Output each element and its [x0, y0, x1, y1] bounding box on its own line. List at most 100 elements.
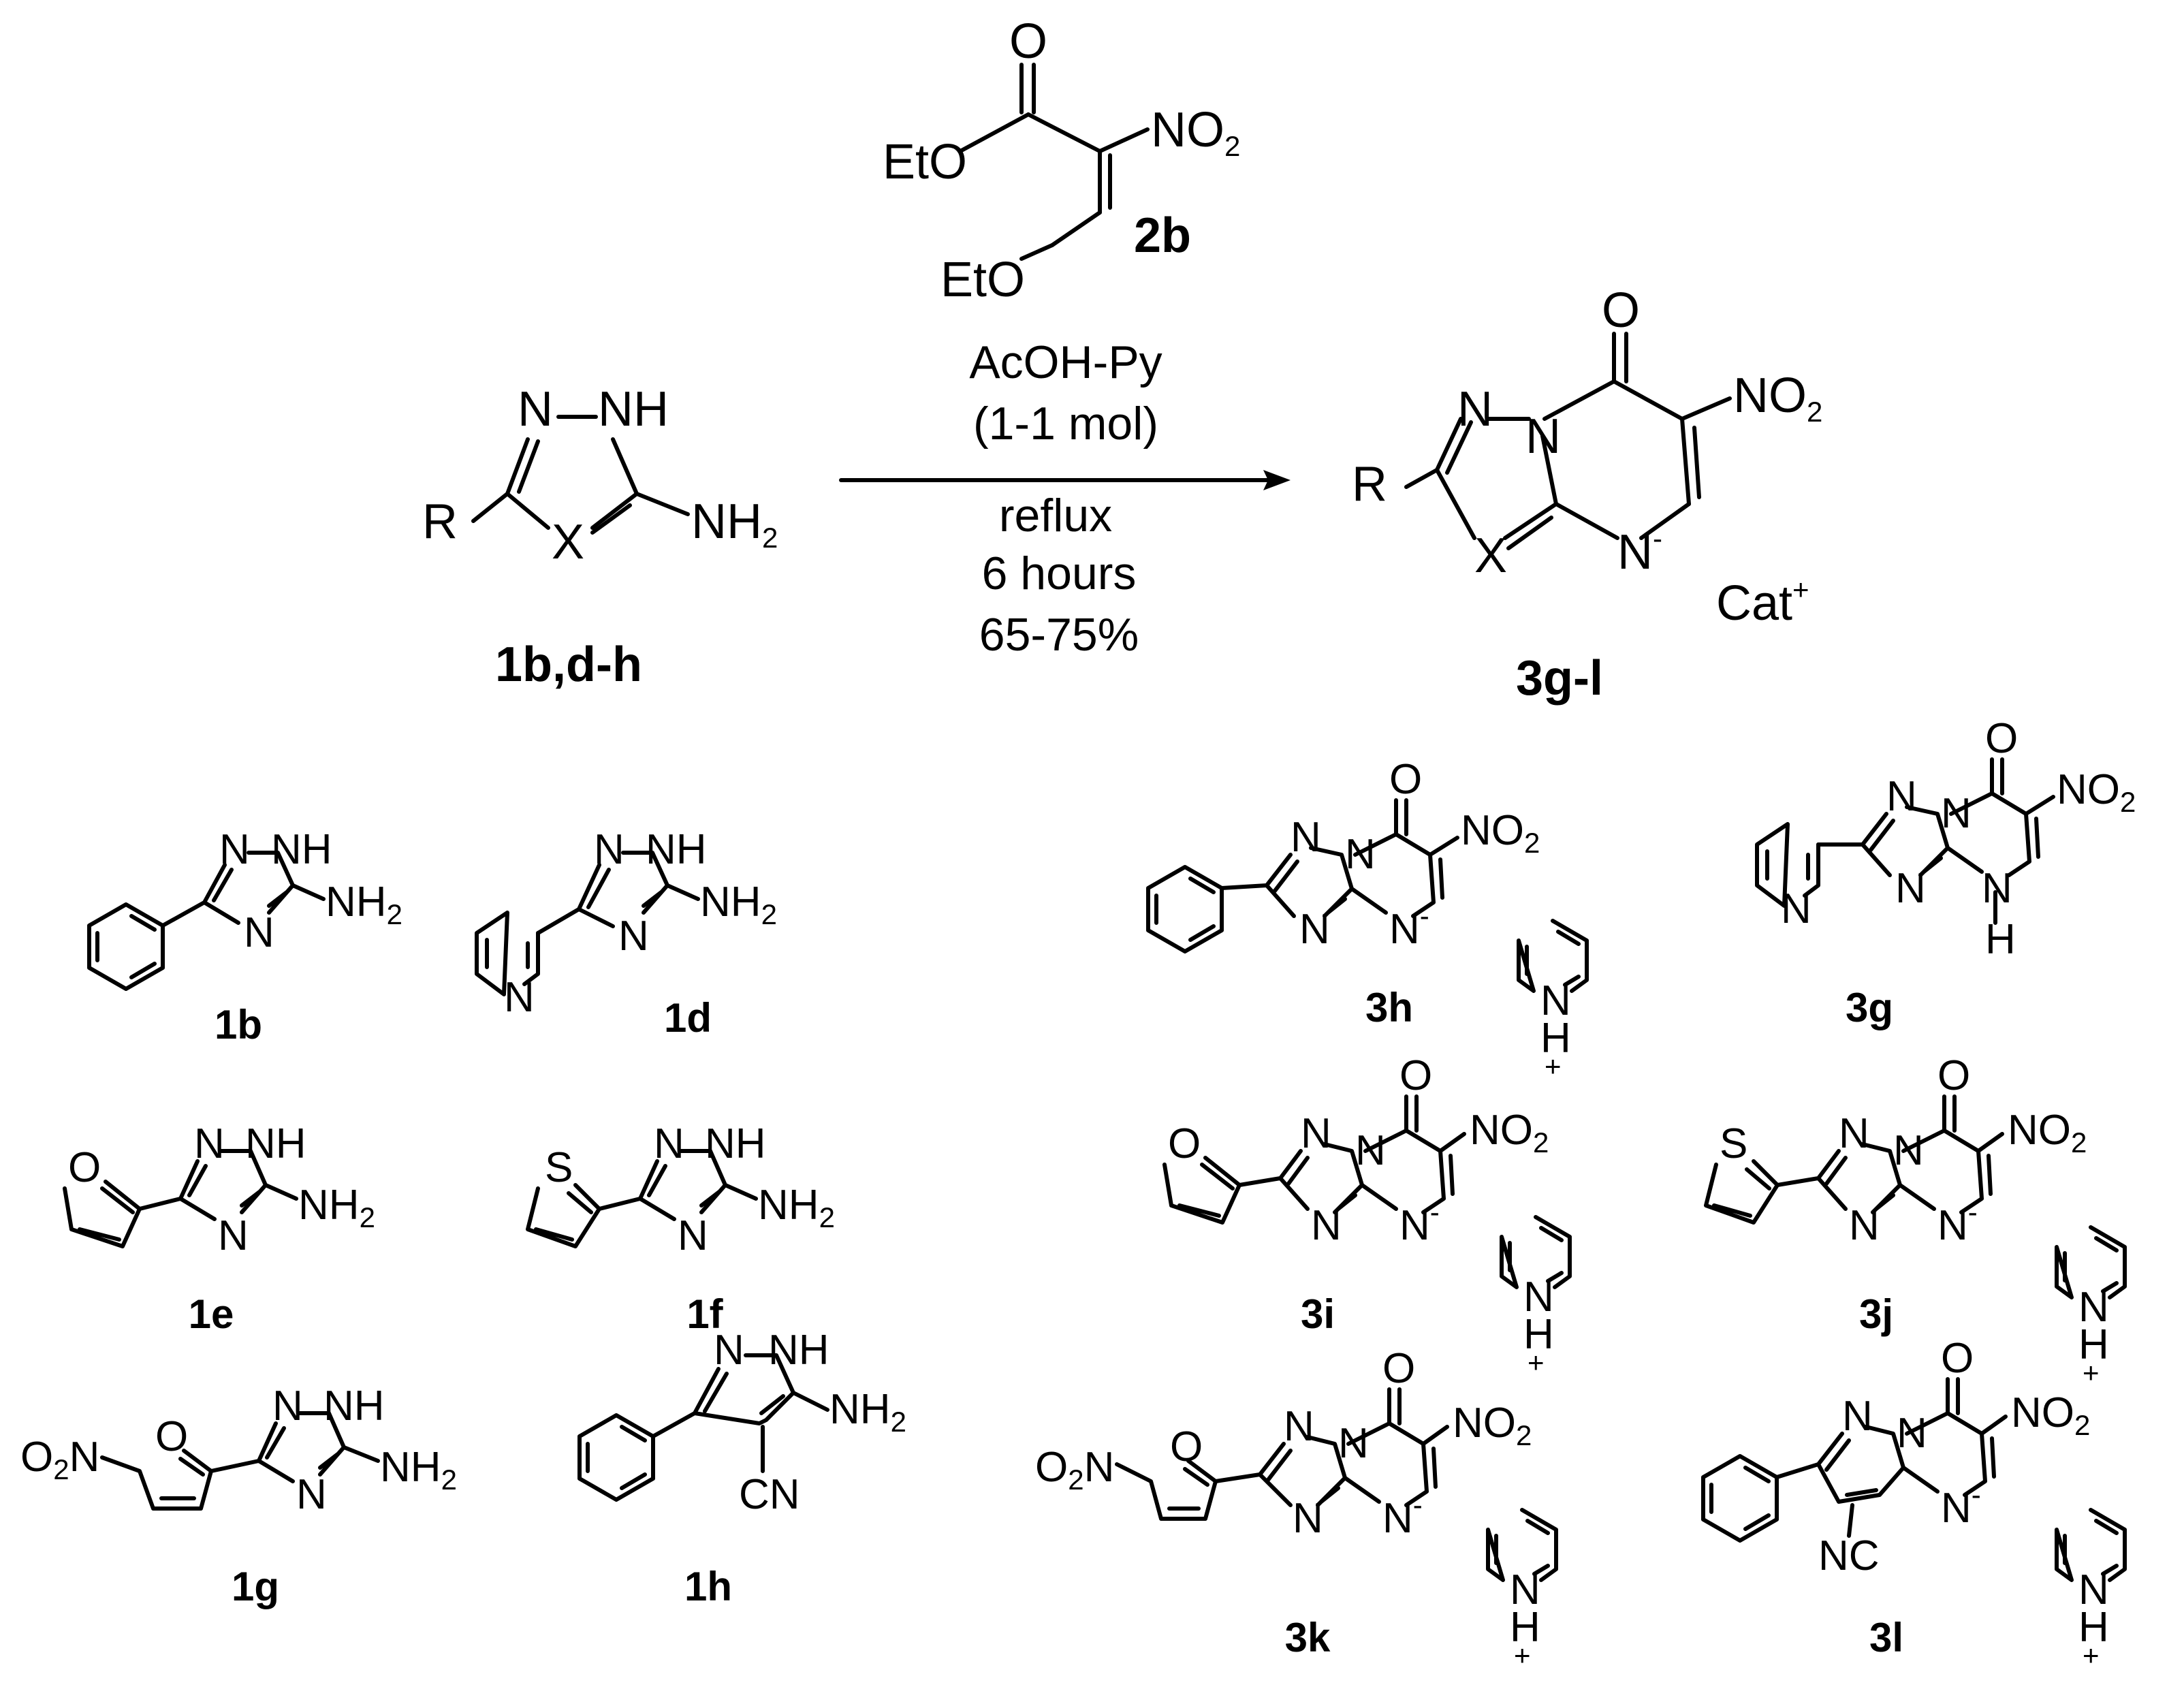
compound-3j: S O NO2 N N N N- N H + 3j	[1704, 1052, 2125, 1389]
3l-n2: N	[1897, 1410, 1927, 1457]
label-3k: 3k	[1285, 1615, 1331, 1660]
label-3h: 3h	[1365, 985, 1413, 1030]
product-anion-n: N-	[1617, 522, 1662, 580]
reagent-label-2b: 2b	[1134, 208, 1191, 263]
label-3i: 3i	[1301, 1291, 1335, 1337]
3j-n-anion: N-	[1937, 1196, 1978, 1249]
3k-n2: N	[1338, 1420, 1369, 1467]
compound-1h: N NH NH2 CN 1h	[580, 1327, 906, 1609]
label-1b: 1b	[215, 1002, 262, 1047]
3j-n1: N	[1839, 1110, 1869, 1157]
3k-n3: N	[1293, 1495, 1323, 1542]
3i-furan-o: O	[1168, 1120, 1201, 1167]
3i-n3: N	[1311, 1202, 1342, 1249]
label-1g: 1g	[232, 1564, 279, 1609]
3k-n-anion: N-	[1382, 1489, 1423, 1542]
condition-yield: 65-75%	[979, 609, 1139, 661]
sm-r-group: R	[422, 494, 458, 549]
1g-o: O	[155, 1413, 188, 1460]
3i-n2: N	[1355, 1127, 1386, 1174]
3h-pyh-h: H	[1540, 1015, 1571, 1062]
sm-label: 1b,d-h	[495, 637, 642, 692]
reagent-2b: O EtO NO2 EtO 2b	[883, 14, 1240, 307]
compound-1g: O2N O N NH N NH2 1g	[20, 1383, 457, 1609]
1f-nh: NH	[705, 1120, 766, 1167]
compound-3h: O NO2 N N N N- N H + 3h	[1148, 756, 1587, 1082]
sm-n-atom: N	[518, 382, 553, 437]
3k-pyh-plus: +	[1514, 1639, 1531, 1671]
1d-nh2: NH2	[700, 879, 777, 930]
3i-pyh-h: H	[1523, 1311, 1554, 1358]
3h-n1: N	[1291, 814, 1321, 861]
sm-nh-group: NH	[598, 382, 669, 437]
3h-o: O	[1389, 756, 1422, 803]
1f-n: N	[654, 1120, 684, 1167]
3l-pyh-plus: +	[2083, 1639, 2100, 1671]
reaction-conditions: AcOH-Py (1-1 mol) reflux 6 hours 65-75%	[969, 336, 1162, 661]
product-x-atom: X	[1474, 528, 1507, 583]
3j-no2: NO2	[2008, 1107, 2087, 1158]
condition-ratio: (1-1 mol)	[973, 398, 1158, 449]
reagent-nitro: NO2	[1151, 103, 1240, 162]
3g-o: O	[1985, 715, 2018, 762]
reagent-ether-eto: EtO	[940, 253, 1025, 307]
1d-n2: N	[618, 913, 649, 960]
3j-o: O	[1937, 1052, 1970, 1099]
1d-nh: NH	[646, 826, 707, 873]
1h-nh: NH	[768, 1327, 829, 1374]
1h-n: N	[714, 1327, 744, 1374]
3i-n-anion: N-	[1399, 1196, 1440, 1249]
3g-n3: N	[1895, 865, 1926, 912]
3k-no2: NO2	[1453, 1400, 1532, 1451]
3j-n3: N	[1849, 1202, 1880, 1249]
3l-pyh-h: H	[2078, 1604, 2109, 1651]
label-1e: 1e	[189, 1291, 234, 1337]
1b-nh2: NH2	[326, 879, 402, 930]
1g-nh2: NH2	[380, 1444, 457, 1496]
3g-n2: N	[1941, 790, 1972, 837]
3h-n3: N	[1299, 906, 1330, 953]
3i-no2: NO2	[1470, 1107, 1549, 1158]
3i-pyh-n: N	[1523, 1274, 1554, 1321]
3h-n2: N	[1345, 831, 1376, 878]
condition-solvent: AcOH-Py	[969, 336, 1162, 388]
3l-pyh-n: N	[2078, 1566, 2109, 1613]
3g-no2: NO2	[2057, 766, 2136, 818]
product-nitro: NO2	[1733, 368, 1822, 428]
3g-n4: N	[1982, 865, 2012, 912]
1f-n2: N	[678, 1212, 708, 1259]
3i-pyh-plus: +	[1528, 1346, 1545, 1378]
3j-n2: N	[1893, 1127, 1924, 1174]
compound-3k: O2N O O NO2 N N N N- N H + 3k	[1035, 1345, 1556, 1671]
3l-n-anion: N-	[1941, 1479, 1981, 1532]
3j-pyh-n: N	[2078, 1284, 2109, 1331]
reaction-arrow	[839, 470, 1291, 490]
condition-reflux: reflux	[999, 490, 1112, 541]
1e-n: N	[194, 1120, 225, 1167]
3j-s: S	[1720, 1120, 1747, 1167]
1e-o: O	[68, 1144, 101, 1191]
3k-n1: N	[1284, 1403, 1314, 1450]
3l-n1: N	[1842, 1393, 1873, 1440]
sm-x-atom: X	[552, 515, 584, 569]
label-1d: 1d	[664, 995, 712, 1041]
product-counterion: Cat+	[1716, 573, 1809, 631]
3l-nc: NC	[1818, 1532, 1880, 1579]
starting-material-general: R N NH X NH2 1b,d-h	[422, 382, 778, 692]
reagent-carbonyl-o: O	[1009, 14, 1047, 69]
1g-nh: NH	[323, 1383, 385, 1430]
3i-o: O	[1399, 1052, 1432, 1099]
3k-pyh-n: N	[1510, 1566, 1540, 1613]
product-bridge-n: N	[1525, 409, 1561, 464]
1b-n: N	[219, 826, 250, 873]
compound-1f: S N NH N NH2 1f	[526, 1120, 835, 1337]
label-1h: 1h	[684, 1564, 732, 1609]
3g-h: H	[1985, 916, 2016, 963]
1d-pyridine-n: N	[504, 974, 535, 1021]
3i-n1: N	[1301, 1110, 1331, 1157]
3l-o: O	[1941, 1335, 1974, 1382]
1e-nh2: NH2	[298, 1182, 375, 1233]
product-r-group: R	[1352, 457, 1387, 511]
1d-n: N	[594, 826, 624, 873]
